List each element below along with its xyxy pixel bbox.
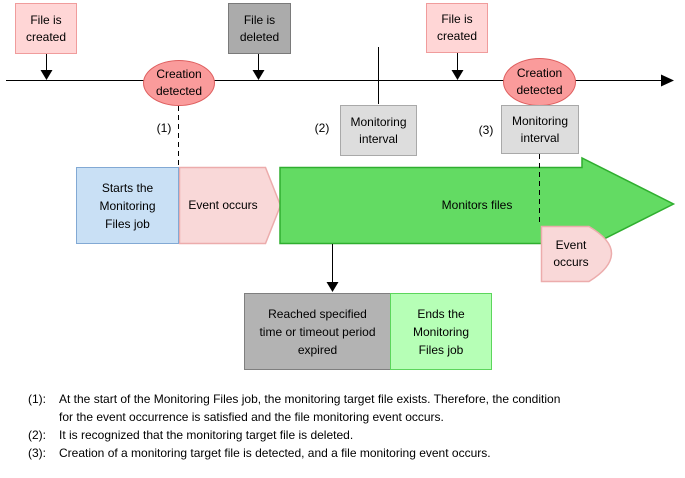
file-created-1-arrowhead-icon bbox=[40, 70, 53, 80]
note-2-number: (2): bbox=[28, 428, 46, 442]
monitoring-interval-2-line-2: interval bbox=[520, 130, 560, 145]
ends-monitoring-job-box: Ends the Monitoring Files job bbox=[390, 293, 492, 370]
marker-1: (1) bbox=[156, 121, 172, 135]
monitors-files-label: Monitors files bbox=[441, 198, 513, 212]
monitoring-interval-1-line-1: Monitoring bbox=[350, 114, 407, 129]
marker-3: (3) bbox=[478, 123, 494, 137]
timeout-line-1: Reached specified bbox=[268, 306, 367, 321]
starts-monitoring-job-box: Starts the Monitoring Files job bbox=[76, 167, 179, 244]
starts-job-line-1: Starts the bbox=[101, 180, 154, 195]
creation-detected-2-line-2: detected bbox=[516, 83, 563, 97]
monitoring-interval-1-line-2: interval bbox=[359, 131, 398, 146]
creation-detected-2-oval: Creation detected bbox=[503, 58, 576, 106]
ends-job-line-3: Files job bbox=[418, 342, 464, 357]
note-2-text-1: It is recognized that the monitoring tar… bbox=[59, 428, 354, 442]
note-1-text-2: for the event occurrence is satisfied an… bbox=[59, 410, 444, 424]
creation-detected-1-line-1: Creation bbox=[156, 67, 202, 81]
event-occurs-1-shape bbox=[178, 166, 282, 245]
creation-detected-1-line-2: detected bbox=[155, 84, 203, 98]
creation-detected-2-line-1: Creation bbox=[516, 66, 563, 80]
event-occurs-2-shape bbox=[540, 225, 613, 283]
note-1-line-1: (1): At the start of the Monitoring Files… bbox=[28, 390, 673, 408]
file-created-2-line-2: created bbox=[436, 29, 478, 43]
timeout-arrowhead-icon bbox=[326, 282, 339, 292]
note-1-text-1: At the start of the Monitoring Files job… bbox=[59, 392, 561, 406]
timeline-arrowhead-icon bbox=[661, 74, 674, 87]
ends-job-line-1: Ends the bbox=[417, 306, 465, 321]
file-created-2-line-1: File is bbox=[441, 12, 473, 26]
starts-job-line-2: Monitoring bbox=[99, 198, 156, 213]
timeout-line-3: expired bbox=[297, 342, 338, 357]
file-deleted-line-2: deleted bbox=[239, 29, 280, 44]
timeout-reached-box: Reached specified time or timeout period… bbox=[244, 293, 391, 370]
file-deleted-line-1: File is bbox=[243, 12, 276, 27]
creation-detected-1-oval: Creation detected bbox=[143, 60, 215, 106]
event-occurs-2-line-2: occurs bbox=[553, 255, 589, 269]
file-created-2-arrowhead-icon bbox=[451, 70, 464, 80]
file-created-2-box: File is created bbox=[426, 3, 488, 53]
note-1-line-2: for the event occurrence is satisfied an… bbox=[28, 408, 673, 426]
timeout-line-2: time or timeout period bbox=[259, 324, 376, 339]
marker-2: (2) bbox=[314, 121, 330, 135]
file-deleted-box: File is deleted bbox=[228, 3, 291, 54]
note-3-line-1: (3): Creation of a monitoring target file… bbox=[28, 444, 673, 462]
file-created-1-line-1: File is bbox=[30, 12, 62, 27]
monitoring-interval-2-box: Monitoring interval bbox=[501, 105, 579, 154]
file-deleted-arrowhead-icon bbox=[252, 70, 265, 80]
note-1-number: (1): bbox=[28, 392, 46, 406]
event-occurs-1-label: Event occurs bbox=[188, 197, 258, 212]
note-3-number: (3): bbox=[28, 446, 46, 460]
starts-job-line-3: Files job bbox=[105, 216, 150, 231]
note-2-line-1: (2): It is recognized that the monitoring… bbox=[28, 426, 673, 444]
file-created-1-box: File is created bbox=[15, 3, 77, 54]
note-3-text-1: Creation of a monitoring target file is … bbox=[59, 446, 491, 460]
event-occurs-2-label: Event occurs bbox=[541, 226, 601, 282]
event-occurs-2-line-1: Event bbox=[555, 238, 587, 252]
file-created-1-line-2: created bbox=[25, 29, 67, 44]
monitoring-interval-1-box: Monitoring interval bbox=[340, 105, 417, 156]
monitoring-interval-2-line-1: Monitoring bbox=[511, 113, 569, 128]
ends-job-line-2: Monitoring bbox=[412, 324, 470, 339]
footnotes: (1): At the start of the Monitoring Files… bbox=[28, 390, 673, 462]
